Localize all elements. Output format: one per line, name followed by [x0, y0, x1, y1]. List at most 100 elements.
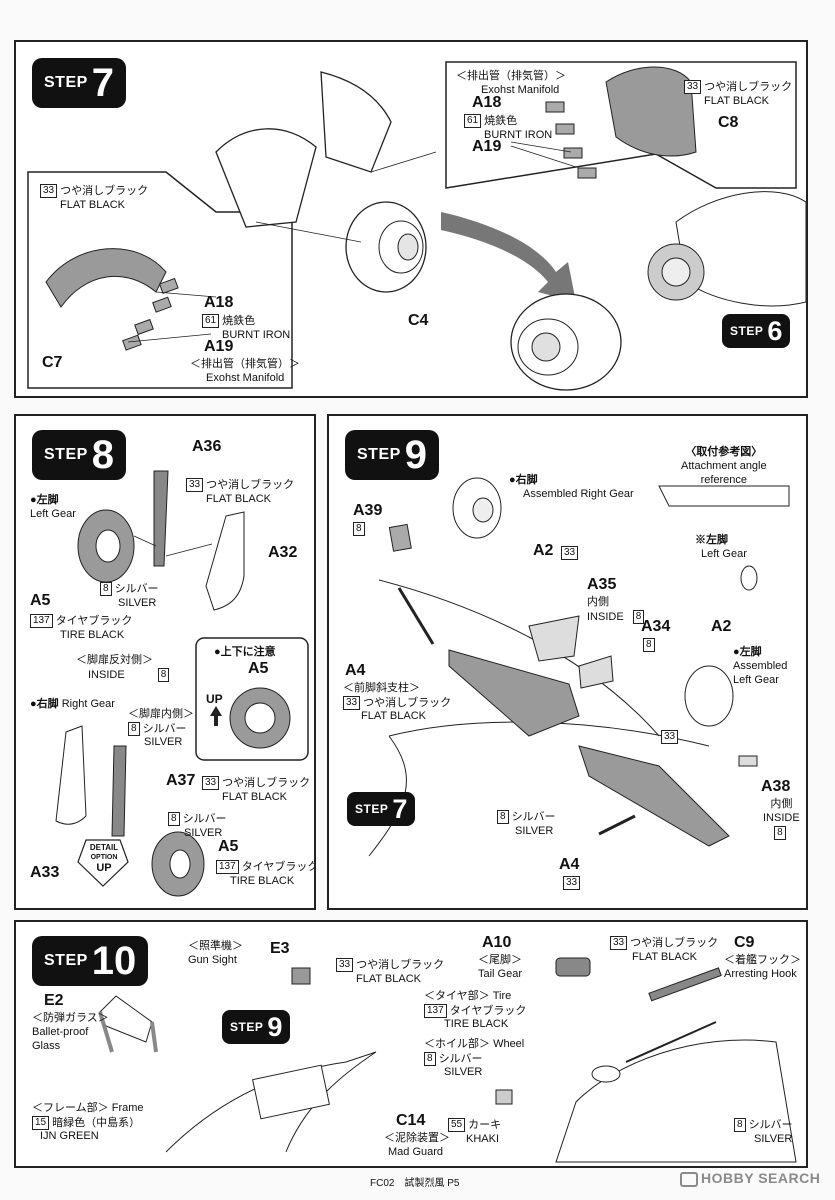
part-e3: E3 [270, 940, 290, 957]
camera-icon [680, 1171, 698, 1187]
step7-panel: STEP 7 ＜排出管（排気管）＞ Exohst Manifold A18 61… [14, 40, 808, 398]
paint-code-8: 8 [734, 1118, 746, 1132]
left-part-c7: C7 [42, 354, 63, 371]
flat-jp: つや消しブラック [630, 936, 719, 949]
step8-badge: STEP 8 [32, 430, 127, 480]
up-label: UP [206, 692, 223, 706]
step9-ref-badge: STEP 9 [222, 1010, 291, 1044]
khaki-jp: カーキ [468, 1118, 502, 1131]
attach-en1: Attachment angle [681, 459, 767, 472]
step-number: 7 [392, 793, 408, 824]
c9-en: Arresting Hook [724, 967, 797, 980]
updown-title: ●上下に注意 [214, 646, 276, 658]
part-a10: A10 [482, 934, 512, 951]
step-word: STEP [357, 446, 401, 463]
frame-jp: ＜フレーム部＞ [32, 1102, 109, 1114]
a2-code: 33 [561, 546, 581, 561]
paint-code-33: 33 [343, 695, 361, 710]
updown-part-a5: A5 [248, 660, 269, 677]
right-gear-jp: ●右脚 [30, 698, 59, 710]
paint-code-33: 33 [186, 478, 204, 492]
frame-color-en: IJN GREEN [40, 1130, 99, 1143]
silver-jp: シルバー [114, 582, 159, 595]
page-footer: FC02 試製烈風 P5 [370, 1178, 460, 1189]
flat-jp: つや消しブラック [222, 776, 311, 789]
door-inside: ＜脚扉反対側＞ INSIDE 8 [76, 654, 172, 682]
left-gear-note-en: Left Gear [701, 547, 747, 560]
paint-code-33: 33 [563, 876, 581, 890]
left-gear-label: ●左脚 Assembled Left Gear [733, 646, 787, 687]
step-number: 6 [767, 315, 783, 346]
paint-code-8: 8 [353, 522, 365, 536]
inside-en: INSIDE [763, 811, 800, 824]
wheel-color-jp: シルバー [438, 1052, 483, 1065]
flat-en: FLAT BLACK [632, 950, 698, 963]
wheel-en: Wheel [493, 1038, 525, 1050]
paint-code-8: 8 [100, 582, 112, 596]
part-a39: A39 [353, 502, 383, 519]
right-part-a18: A18 [472, 94, 502, 111]
part-a33: A33 [30, 864, 60, 881]
a35-inside: 内側 INSIDE 8 [587, 596, 647, 624]
silver-en: SILVER [144, 736, 183, 749]
burnt-en: BURNT IRON [484, 128, 553, 141]
tire-color-en: TIRE BLACK [444, 1018, 509, 1031]
silver-en: SILVER [754, 1132, 793, 1145]
left-gear-jp: ●左脚 [733, 646, 762, 658]
paint-code-33: 33 [202, 776, 220, 790]
paint-code-8: 8 [157, 667, 170, 682]
flat-jp: つや消しブラック [363, 696, 452, 709]
a38-inside: 内側 INSIDE 8 [763, 798, 800, 840]
step-word: STEP [44, 952, 88, 969]
part-a35: A35 [587, 576, 617, 593]
part-a2-left: A2 [711, 618, 732, 635]
step10-badge: STEP 10 [32, 936, 149, 986]
tire-jp: タイヤブラック [55, 614, 133, 627]
paint-code-8: 8 [497, 810, 509, 824]
inside-jp: 内側 [770, 798, 793, 810]
flat-en: FLAT BLACK [356, 972, 422, 985]
step-word: STEP [355, 802, 389, 816]
silver-en: SILVER [118, 596, 157, 609]
gunsight-jp: ＜照準機＞ [188, 940, 243, 952]
flat-en: FLAT BLACK [206, 492, 272, 505]
c9-label: ＜着艦フック＞ Arresting Hook [724, 954, 801, 982]
silver-en: SILVER [515, 824, 554, 837]
flat-en: FLAT BLACK [361, 710, 427, 723]
paint-code-8: 8 [632, 609, 645, 624]
tire-en: Tire [492, 990, 512, 1002]
detail-mid: OPTION [90, 853, 118, 861]
left-gear-en1: Assembled [733, 659, 788, 672]
paint-code-33: 33 [610, 936, 628, 950]
step-word: STEP [730, 324, 764, 338]
left-gear-note-jp: ※左脚 [695, 534, 728, 546]
brand-watermark: HOBBY SEARCH [680, 1170, 820, 1187]
a10-jp: ＜尾脚＞ [478, 954, 522, 966]
e2-en1: Ballet-proof [32, 1025, 89, 1038]
left-manifold-jp: ＜排出管（排気管）＞ [190, 358, 300, 370]
burnt-jp: 焼鉄色 [222, 314, 256, 327]
burnt-en: BURNT IRON [222, 328, 291, 341]
c14-label: ＜泥除装置＞ Mad Guard [384, 1132, 450, 1160]
step9-panel: STEP 9 ●右脚 Assembled Right Gear 〈取付参考図〉 … [327, 414, 808, 910]
step-number: 9 [267, 1011, 283, 1042]
step-word: STEP [44, 74, 88, 91]
step-number: 8 [91, 433, 115, 477]
paint-code-33: 33 [40, 184, 58, 198]
step-number: 9 [404, 433, 428, 477]
right-gear-en: Assembled Right Gear [523, 487, 634, 500]
paint-code-33: 33 [661, 730, 679, 744]
left-gear-label: ●左脚 Left Gear [30, 494, 76, 522]
right-gear-label: ●右脚 Assembled Right Gear [509, 474, 634, 502]
